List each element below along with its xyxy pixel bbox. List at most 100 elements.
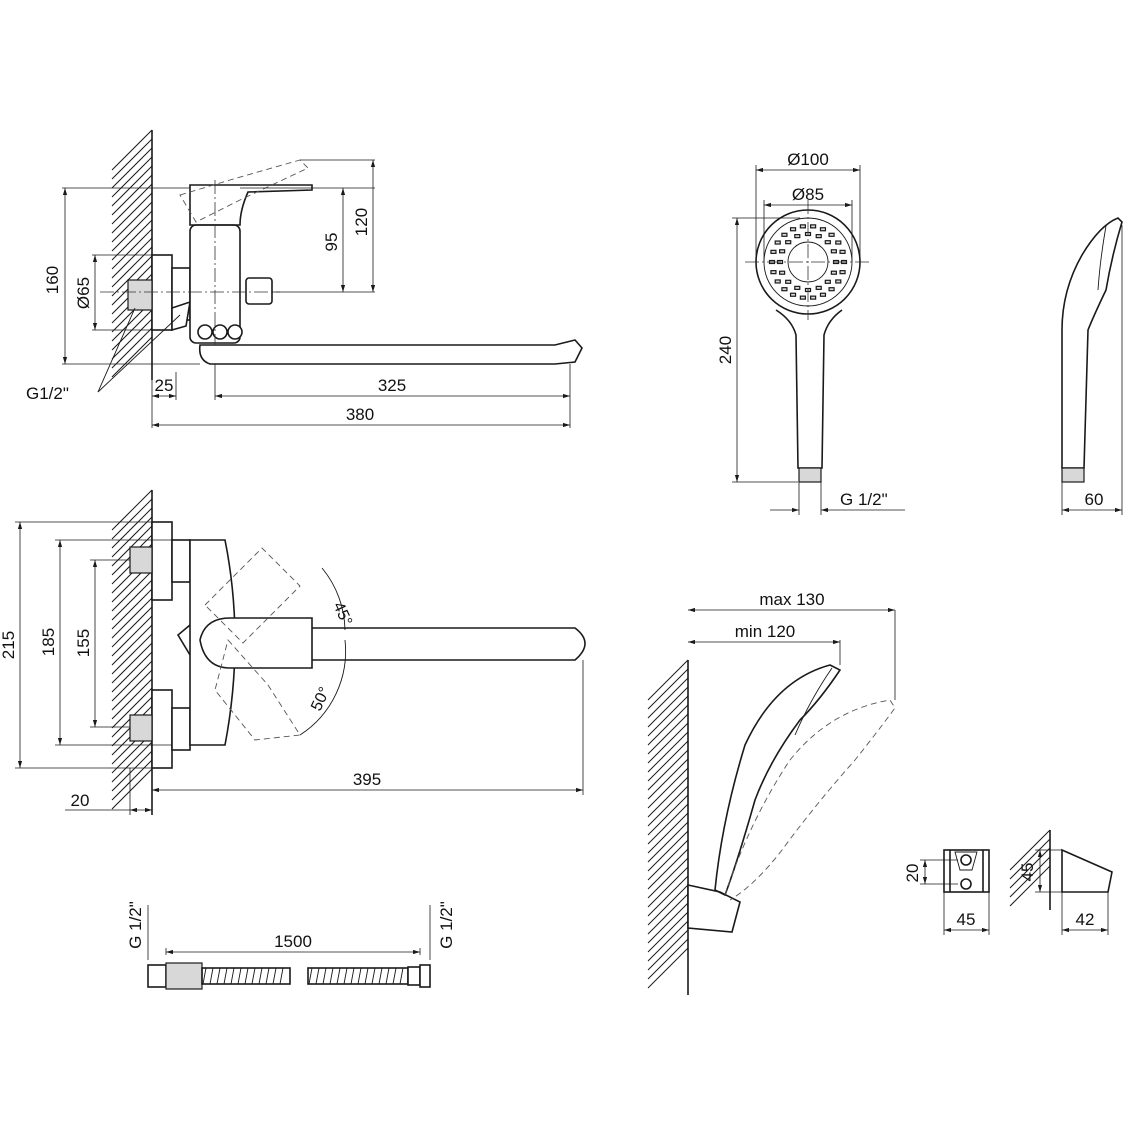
eccentric-upper	[151, 521, 173, 601]
dim-25-label: 25	[155, 376, 174, 395]
hose-nut-right	[419, 964, 431, 988]
shower-nozzle	[799, 295, 806, 300]
hose-coil	[343, 967, 348, 985]
wall-hatch-line	[647, 722, 689, 764]
wall-hatch-line	[111, 183, 153, 225]
shower-nozzle	[781, 287, 788, 292]
dim-155-label: 155	[74, 629, 93, 657]
wall-hatch-line	[647, 929, 689, 971]
wall-hatch-line	[1009, 829, 1051, 871]
wall-hatch-line	[647, 902, 689, 944]
wall-hatch-line	[111, 660, 153, 702]
wall-hatch-line	[111, 327, 153, 369]
shower-thread-label: G 1/2"	[840, 490, 888, 509]
dim-min-label: min 120	[735, 622, 795, 641]
wall-hatch-line	[647, 731, 689, 773]
wall-hatch-line	[647, 938, 689, 980]
hose-coil	[202, 967, 207, 985]
wall-hatch-line	[647, 920, 689, 962]
holder-bracket-front: 20 45	[903, 849, 990, 935]
shower-nozzle	[770, 270, 777, 275]
wall-hatch-line	[111, 624, 153, 666]
hose-length-label: 1500	[274, 932, 312, 951]
holder-installation: max 130 min 120	[647, 590, 896, 995]
lever-rotated-outline	[179, 159, 309, 223]
shower-side-profile	[1061, 217, 1123, 469]
shower-nozzle	[770, 249, 777, 254]
faucet-top-view: 45° 50° 215 185 155 20 395	[0, 489, 586, 815]
wall-hatch-line	[111, 147, 153, 189]
dim-185-label: 185	[39, 628, 58, 656]
thread-stub	[127, 279, 153, 311]
wall-hatch-line	[647, 911, 689, 953]
wall-hatch-line	[111, 633, 153, 675]
bracket-side	[1061, 848, 1113, 893]
hose-coil	[392, 967, 397, 985]
wall-hatch-line	[647, 659, 689, 701]
shower-nozzle	[799, 224, 806, 229]
hose-knurl-left	[165, 962, 203, 990]
hose-thread-left: G 1/2"	[126, 901, 145, 949]
wall-hatch-line	[111, 165, 153, 207]
bracket-dim-45-w: 45	[957, 910, 976, 929]
shower-nozzle	[828, 232, 835, 237]
wall-hatch-line	[111, 156, 153, 198]
hose-coil	[308, 967, 313, 985]
wall-hatch-line	[647, 785, 689, 827]
wall-hatch-line	[647, 947, 689, 989]
lever-handle	[189, 184, 313, 226]
dim-d85-label: Ø85	[792, 185, 824, 204]
hose-coil	[265, 967, 270, 985]
hose-coil	[258, 967, 263, 985]
hose-coil	[336, 967, 341, 985]
shower-in-holder	[714, 664, 842, 897]
wall-hatch-line	[647, 812, 689, 854]
wall-hatch-line	[647, 821, 689, 863]
hose-coil	[315, 967, 320, 985]
shower-nozzle	[815, 285, 822, 290]
wall-hatch-line	[111, 228, 153, 270]
shower-nozzle	[830, 249, 837, 254]
wall-hatch-line	[111, 678, 153, 720]
wall-hatch-line	[111, 255, 153, 297]
shower-nozzle	[774, 279, 781, 284]
shower-nozzle	[789, 292, 797, 297]
hose-coil	[364, 967, 369, 985]
shower-nozzle	[810, 224, 817, 229]
hose-coil	[237, 967, 242, 985]
bracket-dim-42: 42	[1076, 910, 1095, 929]
hose-coil	[244, 967, 249, 985]
wall-hatch-line	[111, 210, 153, 252]
shower-nozzle	[794, 234, 801, 239]
wall-hatch-line	[647, 803, 689, 845]
wall-hatch-line	[111, 318, 153, 360]
shower-handle	[775, 309, 843, 469]
wall-hatch-line	[647, 857, 689, 899]
hose-coil	[350, 967, 355, 985]
shower-tilted-outline	[724, 699, 896, 901]
shower-nozzle	[839, 270, 846, 275]
wall-hatch-line	[647, 668, 689, 710]
dim-120-label: 120	[352, 208, 371, 236]
angle-45-label: 45°	[329, 600, 355, 629]
wall-hatch-line	[647, 875, 689, 917]
wall-hatch-line	[647, 884, 689, 926]
dim-160-label: 160	[43, 266, 62, 294]
wall-hatch-line	[647, 749, 689, 791]
shower-nozzle	[779, 249, 786, 254]
hose-coil	[272, 967, 277, 985]
hose-coil	[399, 967, 404, 985]
wall-hatch-line	[111, 741, 153, 783]
shower-thread	[798, 467, 822, 483]
hose-coil	[251, 967, 256, 985]
hose-thread-right: G 1/2"	[437, 901, 456, 949]
shower-nozzle	[830, 270, 837, 275]
wall-hatch-line	[111, 588, 153, 630]
wall-hatch-line	[111, 687, 153, 729]
shower-nozzle	[810, 295, 817, 300]
hose-coil	[371, 967, 376, 985]
wall-hatch-line	[647, 695, 689, 737]
wall-hatch-line	[111, 759, 153, 801]
wall-hatch-line	[111, 606, 153, 648]
